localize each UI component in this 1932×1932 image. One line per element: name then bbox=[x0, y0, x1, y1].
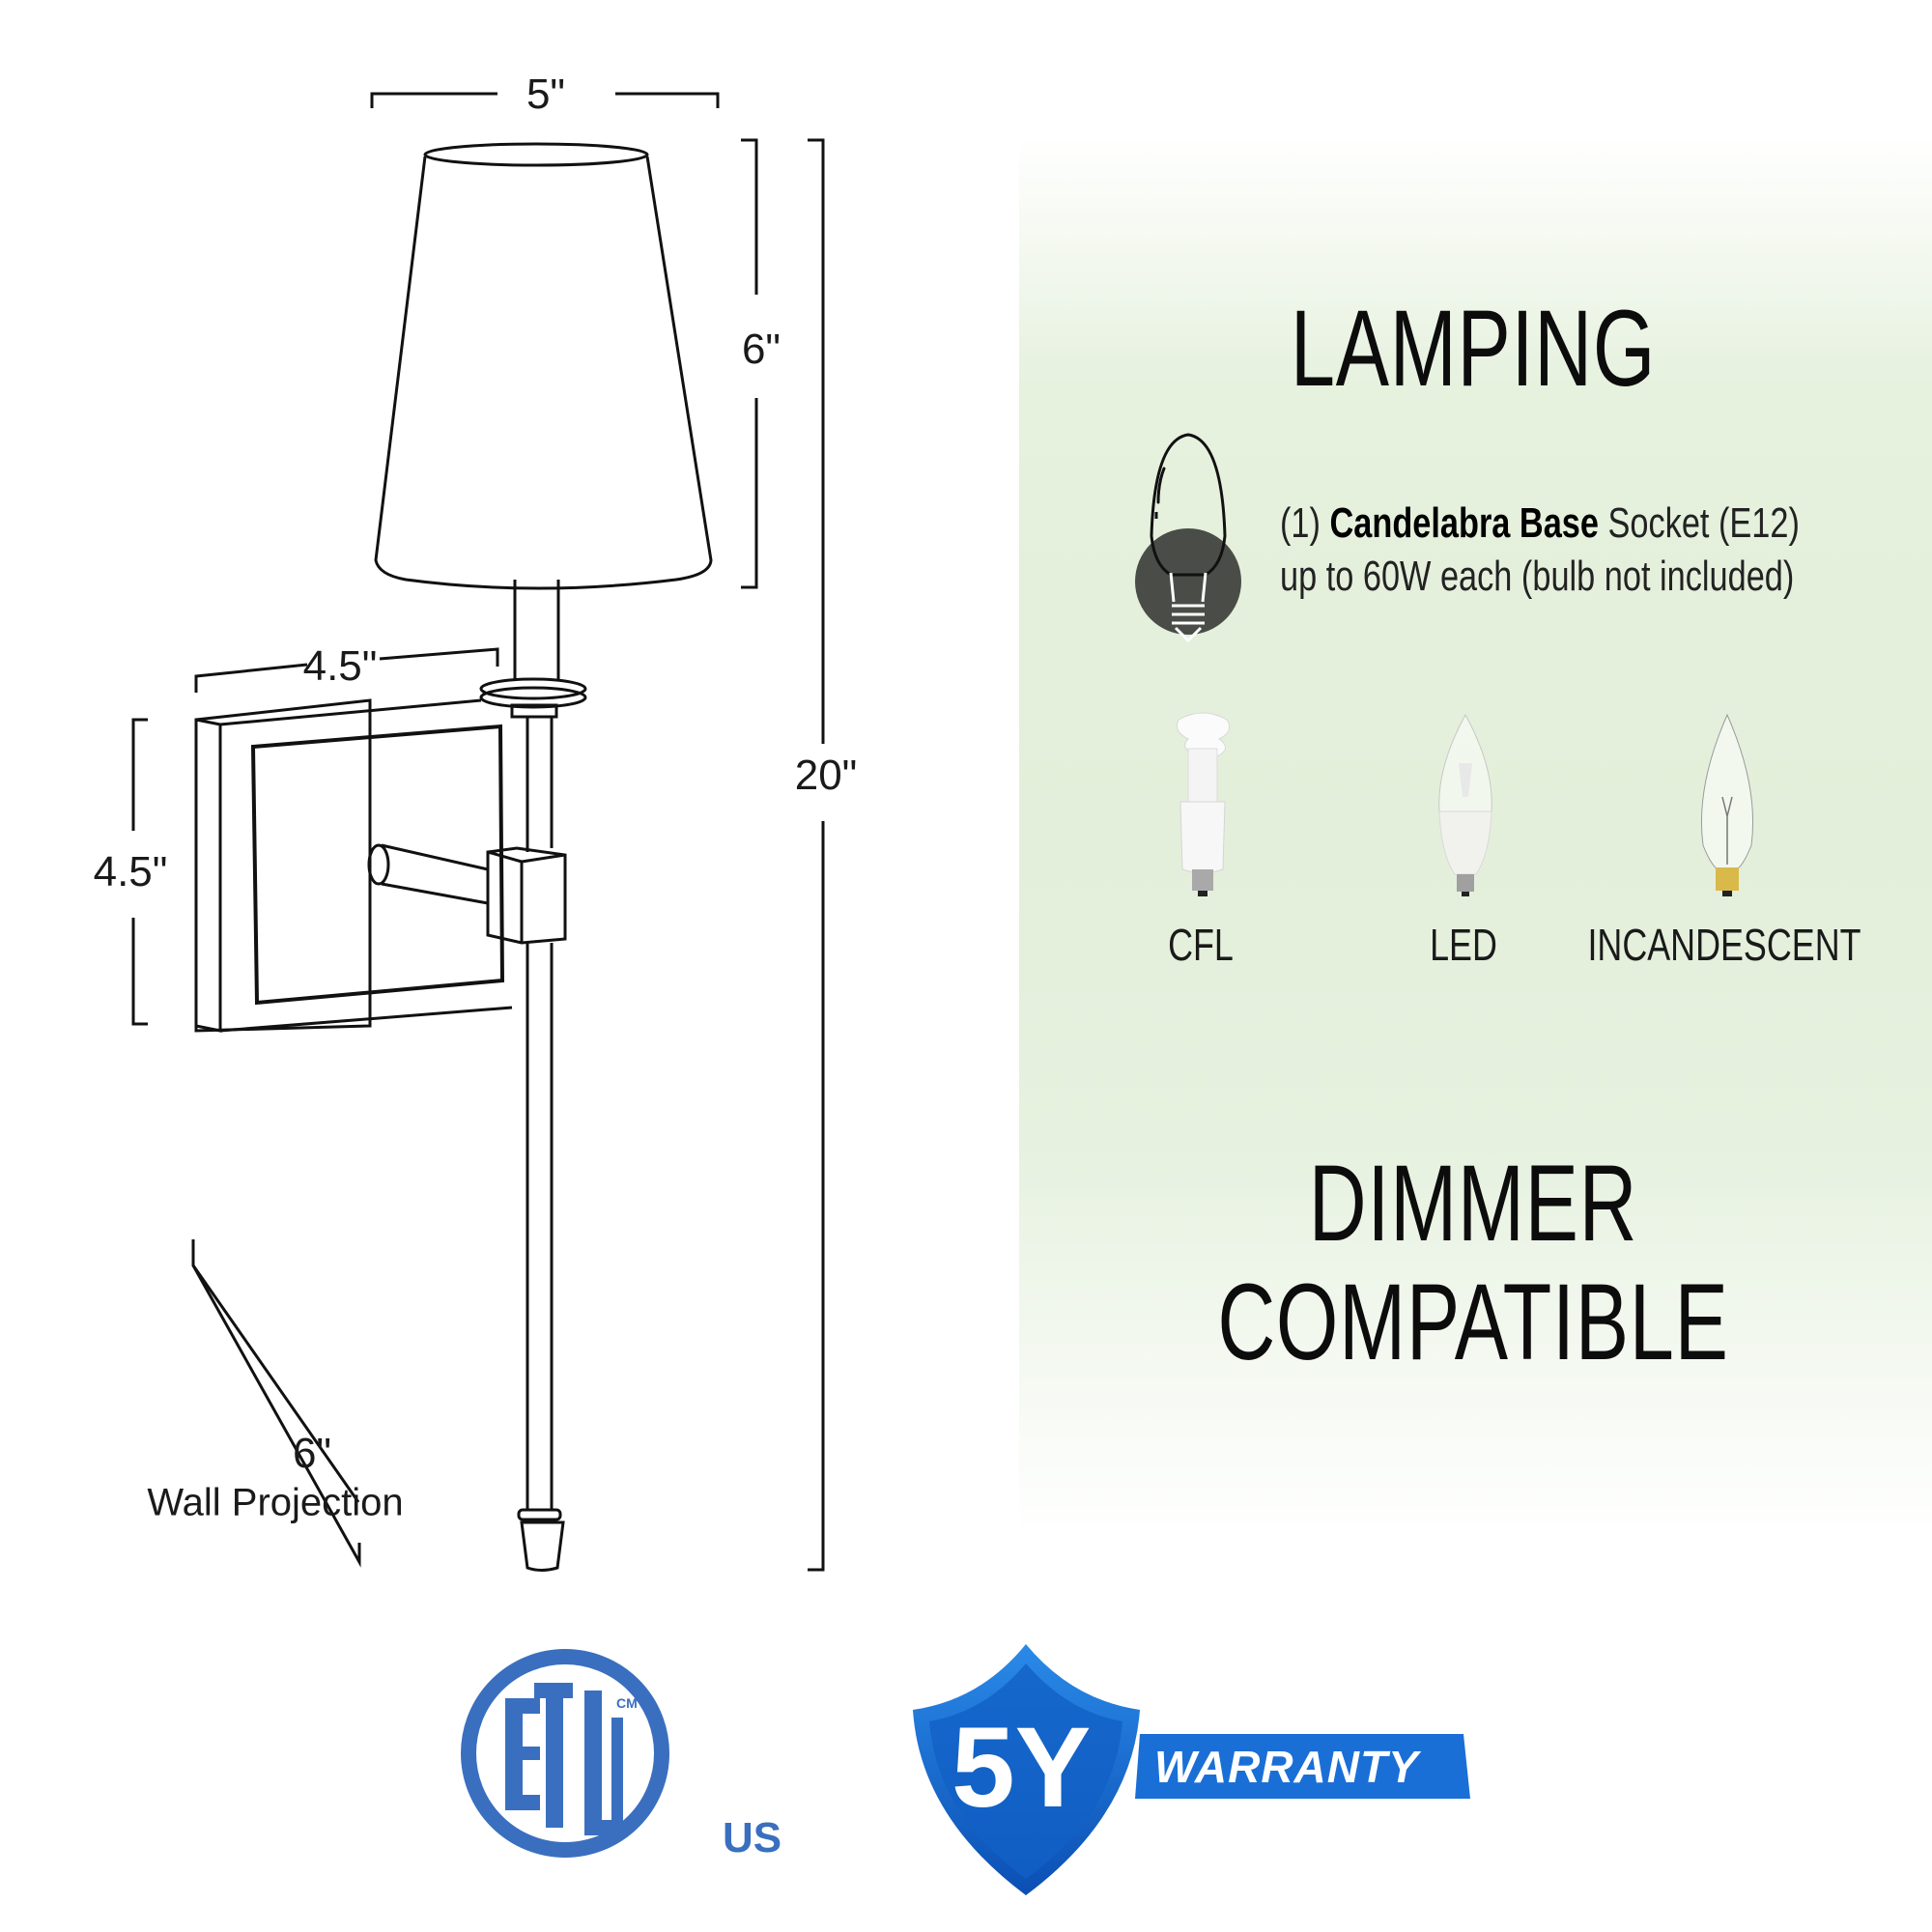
candelabra-bulb-icon bbox=[1135, 433, 1241, 642]
wattage-spec: up to 60W each (bulb not included) bbox=[1280, 553, 1795, 600]
incandescent-bulb-icon bbox=[1700, 713, 1754, 896]
cfl-bulb-icon bbox=[1176, 712, 1231, 896]
lamping-title: LAMPING bbox=[1290, 288, 1657, 409]
led-bulb-icon bbox=[1438, 713, 1492, 896]
etl-region-label: US bbox=[723, 1814, 782, 1861]
backplate-height-label: 4.5" bbox=[93, 848, 168, 895]
sconce-dimension-drawing bbox=[131, 92, 825, 1572]
bulb-label-cfl: CFL bbox=[1168, 920, 1234, 970]
shade-height-label: 6" bbox=[741, 326, 781, 373]
bulb-label-incandescent: INCANDESCENT bbox=[1587, 920, 1861, 970]
backplate-width-label: 4.5" bbox=[302, 642, 378, 690]
warranty-badge bbox=[913, 1644, 1470, 1895]
overall-height-label: 20" bbox=[794, 752, 858, 799]
warranty-years: 5Y bbox=[952, 1704, 1092, 1832]
dimmer-title-line1: DIMMER bbox=[1308, 1143, 1638, 1264]
projection-value-label: 6" bbox=[292, 1430, 332, 1477]
etl-certification-logo: CM bbox=[461, 1649, 669, 1858]
cm-superscript: CM bbox=[616, 1695, 638, 1711]
projection-caption: Wall Projection bbox=[147, 1481, 404, 1524]
shade-width-label: 5" bbox=[526, 71, 566, 118]
socket-prefix: (1) bbox=[1280, 499, 1330, 547]
socket-spec: (1) Candelabra Base Socket (E12) bbox=[1280, 502, 1800, 545]
bulb-label-led: LED bbox=[1430, 920, 1497, 970]
warranty-label: WARRANTY bbox=[1154, 1742, 1419, 1792]
socket-type: Candelabra Base bbox=[1329, 499, 1599, 547]
dimmer-title-line2: COMPATIBLE bbox=[1217, 1262, 1729, 1382]
socket-suffix: Socket (E12) bbox=[1598, 499, 1800, 547]
